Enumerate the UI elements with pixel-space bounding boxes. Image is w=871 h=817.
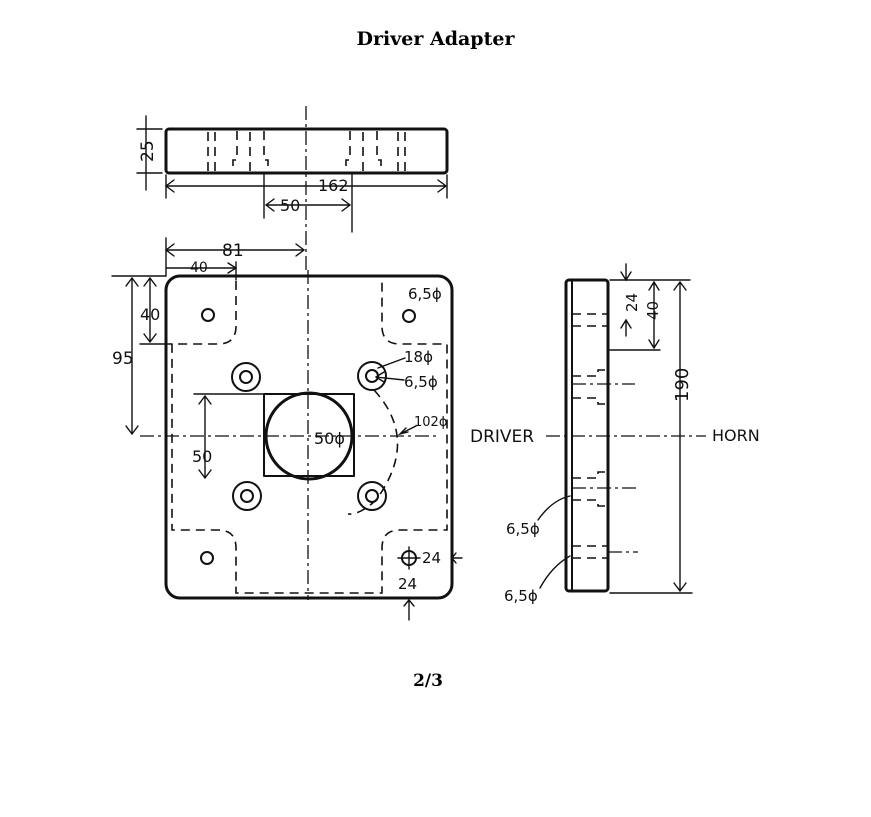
- dim-through-hole-label: 6,5ϕ: [404, 373, 438, 391]
- dim-hole-y-label: 40: [140, 305, 160, 324]
- dim-arrow: [620, 318, 632, 337]
- document-title: Driver Adapter: [356, 28, 515, 50]
- dim-arrow: [164, 243, 306, 257]
- dim-arrow: [164, 179, 448, 193]
- page-number: 2/3: [413, 671, 443, 691]
- dim-counterbore-label: 18ϕ: [404, 348, 433, 366]
- dim-arrow: [451, 552, 463, 564]
- top-view-outline: [164, 127, 449, 175]
- counterbore-hole: [240, 489, 254, 503]
- counterbore-hole: [365, 369, 379, 383]
- dim-corner-hole-label: 6,5ϕ: [408, 285, 442, 303]
- dim-hole-a-label: 6,5ϕ: [506, 520, 540, 538]
- front-view-outline: [164, 274, 454, 600]
- leader-line: [537, 495, 571, 521]
- dim-length-label: 162: [318, 176, 349, 195]
- dim-hole-b-label: 6,5ϕ: [504, 587, 538, 605]
- corner-hole: [402, 309, 416, 323]
- dim-center-y-label: 95: [112, 349, 134, 369]
- counterbore-hole: [231, 362, 261, 392]
- dim-arrow: [673, 280, 687, 593]
- horn-label: HORN: [712, 426, 760, 445]
- dim-thickness-label: 25: [138, 140, 158, 162]
- side-view-counterbore: [572, 369, 608, 405]
- leader-line: [374, 371, 405, 383]
- dim-bore-label: 50ϕ: [314, 429, 345, 448]
- dim-hole-x-label: 40: [190, 260, 208, 276]
- dim-arrow: [648, 280, 660, 350]
- front-view: 50ϕ 81 40 40 95: [111, 237, 463, 621]
- counterbore-hole: [357, 361, 387, 391]
- dim-center-x-label: 81: [222, 241, 244, 261]
- bolt-circle-arc: [347, 389, 399, 515]
- leader-line: [539, 555, 571, 589]
- driver-label: DRIVER: [470, 427, 534, 447]
- counterbore-hole: [232, 481, 262, 511]
- counterbore-hole: [239, 370, 253, 384]
- dim-spacing-label: 50: [280, 196, 300, 215]
- dim-24-label: 24: [623, 293, 641, 312]
- bore-circle: [264, 391, 354, 481]
- dim-offset-label: 50: [192, 447, 212, 466]
- leader-line: [377, 357, 406, 369]
- dim-arrow: [403, 598, 415, 621]
- corner-hole: [200, 551, 214, 565]
- dim-arrow: [620, 263, 632, 282]
- dim-bolt-circle-label: 102ϕ: [414, 415, 447, 430]
- counterbore-hole: [365, 489, 379, 503]
- top-view: 25 162 50: [136, 106, 449, 270]
- dim-corner-y-label: 24: [398, 575, 417, 593]
- front-view-pocket: [171, 281, 448, 594]
- counterbore-hole: [357, 481, 387, 511]
- dim-height-label: 190: [672, 368, 693, 402]
- side-view-counterbore: [572, 471, 608, 507]
- dim-arrow: [198, 394, 212, 480]
- dim-corner-x-label: 24: [422, 549, 441, 567]
- top-view-counterbore-right: [345, 131, 382, 171]
- corner-hole: [201, 308, 215, 322]
- side-view: DRIVER HORN 24 40 190 6,5ϕ 6,5ϕ: [470, 263, 760, 605]
- dim-arrow: [125, 276, 139, 436]
- dim-arrow: [264, 198, 352, 212]
- top-view-counterbore-left: [232, 131, 269, 171]
- dim-40-label: 40: [644, 301, 662, 320]
- dim-arrow: [143, 276, 157, 344]
- leader-line: [397, 425, 417, 436]
